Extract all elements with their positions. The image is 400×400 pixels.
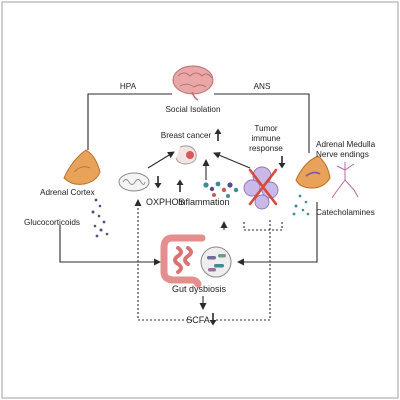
adrenal-cortex-label: Adrenal Cortex	[40, 188, 95, 197]
immune-loop-dotted	[243, 222, 283, 231]
scfa-to-oxphos-dotted	[134, 199, 192, 321]
tumor-cell-icon	[243, 166, 279, 210]
brain-icon	[172, 65, 214, 101]
immune-to-cancer-arrow	[213, 152, 251, 169]
social-isolation-label: Social Isolation	[165, 105, 221, 114]
ans-line	[214, 93, 310, 153]
glucocorticoid-dots	[91, 198, 109, 238]
up-arrow-inflammation-icon	[176, 179, 184, 192]
breast-tumor-icon	[175, 145, 197, 165]
nerve-endings-label: Nerve endings	[316, 150, 369, 159]
catecholamine-dots	[292, 194, 310, 216]
down-arrow-scfa-icon	[209, 313, 217, 326]
tumor-immune-label-3: response	[249, 144, 283, 153]
catecholamine-to-gut-line	[237, 202, 318, 266]
bacteria-icon	[200, 246, 232, 278]
adrenal-cortex-icon	[63, 149, 101, 185]
down-arrow-oxphos-icon	[154, 176, 162, 189]
ans-label: ANS	[254, 82, 271, 91]
immune-cells-icon	[203, 181, 239, 198]
hpa-line	[87, 93, 172, 150]
adrenal-medulla-label: Adrenal Medulla	[316, 140, 376, 149]
oxphos-label: OXPHOS	[146, 197, 185, 207]
dotted-connectors	[134, 199, 283, 321]
catecholamines-label: Catecholamines	[316, 208, 375, 217]
down-arrow-immune-icon	[278, 156, 286, 169]
mitochondria-icon	[118, 172, 150, 192]
glucocorticoid-to-gut-line	[59, 225, 161, 266]
hpa-label: HPA	[120, 82, 137, 91]
oxphos-to-cancer-arrow	[147, 151, 175, 169]
connectors	[59, 93, 318, 310]
adrenal-medulla-icon	[295, 155, 331, 189]
tumor-immune-label-2: immune	[251, 134, 281, 143]
scfa-label: SCFA	[186, 315, 210, 325]
scfa-to-immune-dotted	[216, 218, 271, 321]
glucocorticoids-label: Glucocorticoids	[24, 218, 80, 227]
tumor-immune-label-1: Tumor	[254, 124, 278, 133]
gut-dysbiosis-label: Gut dysbiosis	[172, 284, 227, 294]
nerve-icon	[331, 162, 359, 199]
intestine-icon	[160, 234, 206, 288]
breast-cancer-label: Breast cancer	[161, 131, 212, 140]
inflammation-label: Inflammation	[178, 197, 230, 207]
up-arrow-icon	[214, 128, 222, 141]
